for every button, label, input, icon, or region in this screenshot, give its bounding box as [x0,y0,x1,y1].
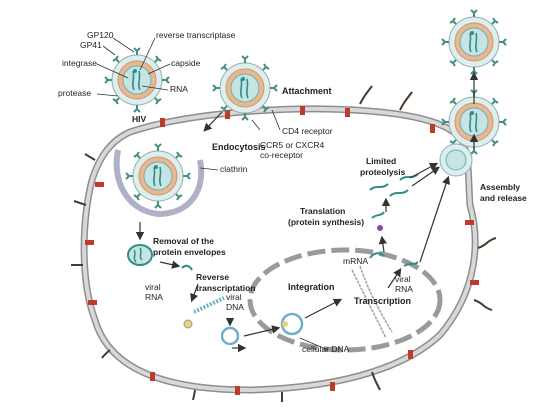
label-integrase: integrase [62,58,97,68]
label-viral-rna-1: viral [145,282,161,292]
rt-enzyme [183,319,193,329]
label-removal-1: Removal of the [153,236,214,246]
cd4-receptor-markers [85,106,479,395]
circular-dna [220,326,240,346]
label-transcription: Transcription [354,296,411,306]
viral-rna2-strand [403,261,419,267]
label-translation-1: Translation [300,206,345,216]
cellular-dna-helix [351,265,393,339]
label-capside: capside [171,58,201,68]
label-cellular-dna: cellular DNA [302,344,350,354]
label-coreceptor-1: CCR5 or CXCR4 [260,140,325,150]
label-viral-rna-2: RNA [145,292,163,302]
coreceptor-markers [71,85,497,402]
released-virion-1 [441,9,507,75]
label-reverse-1: Reverse [196,272,229,282]
label-gp41: GP41 [80,40,102,50]
mrna-strand [369,252,385,259]
uncoated-capsid [127,244,153,266]
ribosome [377,225,383,231]
nucleus [247,247,443,353]
label-coreceptor-2: co-receptor [260,150,303,160]
label-viral-dna-2: DNA [226,302,244,312]
flow-arrows [135,71,479,353]
label-assembly-2: and release [480,193,527,203]
hiv-virion [104,47,170,113]
label-reverse-transcriptase: reverse transcriptase [156,30,236,40]
label-rna: RNA [170,84,188,94]
label-assembly-1: Assembly [480,182,520,192]
label-protease: protease [58,88,91,98]
budding-virion [439,143,473,177]
label-viral-dna-1: viral [226,292,242,302]
label-removal-2: protein envelopes [153,247,226,257]
label-integration: Integration [288,282,335,292]
label-viral-rna2-2: RNA [395,284,413,294]
label-viral-rna2-1: viral [395,274,411,284]
label-endocytosis: Endocytosis [212,142,266,152]
leader-lines [96,37,329,351]
label-limited-2: proteolysis [360,167,406,177]
label-limited-1: Limited [366,156,396,166]
label-reverse-2: transcriptation [196,283,256,293]
label-hiv: HIV [132,114,147,124]
clathrin-coat [113,149,205,218]
label-mrna: mRNA [343,256,368,266]
label-cd4-receptor: CD4 receptor [282,126,333,136]
label-attachment: Attachment [282,86,332,96]
viral-rna-strand [181,264,193,271]
label-gp120: GP120 [87,30,114,40]
label-translation-2: (protein synthesis) [288,217,364,227]
label-clathrin: clathrin [220,164,248,174]
